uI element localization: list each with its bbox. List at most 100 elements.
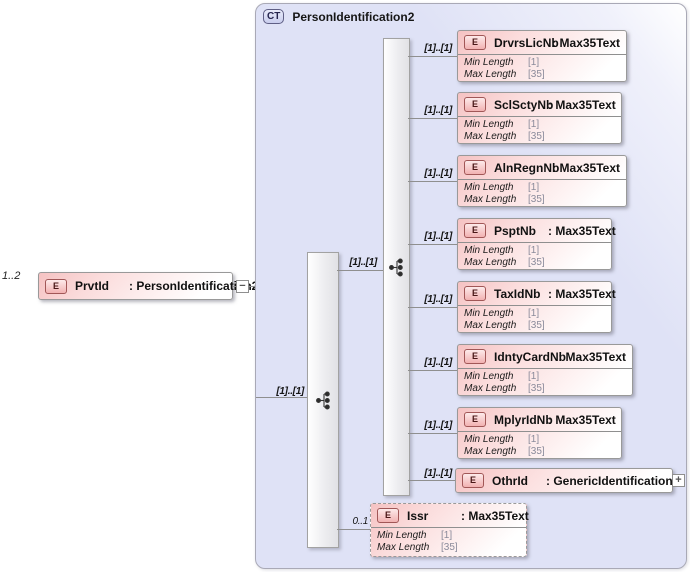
facet-label: Max Length <box>464 446 517 457</box>
facet-value: [1] <box>528 245 540 256</box>
element-node-drvrslicnb[interactable]: E DrvrsLicNb : Max35Text Min Length [1] … <box>457 30 627 82</box>
minus-icon: − <box>239 280 246 292</box>
element-icon: E <box>45 278 67 294</box>
element-node-sclsctynb[interactable]: E SclSctyNb : Max35Text Min Length [1] M… <box>457 92 622 144</box>
facet-row: Max Length [35] <box>464 383 626 395</box>
facet-row: Min Length [1] <box>464 245 605 257</box>
facet-label: Min Length <box>464 119 514 130</box>
element-icon: E <box>464 97 486 112</box>
occurrence-label: [1]..[1] <box>349 257 377 268</box>
connector-line <box>408 480 455 481</box>
facet-label: Min Length <box>464 308 514 319</box>
plus-icon: + <box>675 474 682 486</box>
element-name: MplyrIdNb <box>494 412 553 427</box>
choice-compositor-bar[interactable] <box>383 38 410 496</box>
facet-label: Max Length <box>464 257 517 268</box>
facet-row: Max Length [35] <box>464 320 605 332</box>
element-type: : Max35Text <box>558 349 626 364</box>
element-icon: E <box>464 412 486 427</box>
facet-row: Max Length [35] <box>464 194 620 206</box>
element-title-row: E OthrId : GenericIdentification4 <box>456 473 684 488</box>
facet-list: Min Length [1] Max Length [35] <box>371 527 526 557</box>
facet-value: [1] <box>528 119 540 130</box>
element-name: TaxIdNb <box>494 286 541 301</box>
sequence-compositor-bar[interactable] <box>307 252 339 548</box>
collapse-button[interactable]: − <box>236 280 249 293</box>
complextype-header: CT PersonIdentification2 <box>256 4 686 29</box>
complextype-title: PersonIdentification2 <box>292 9 415 24</box>
facet-row: Min Length [1] <box>464 119 615 131</box>
facet-list: Min Length [1] Max Length [35] <box>458 242 611 272</box>
root-cardinality-label: 1..2 <box>2 270 21 282</box>
facet-label: Max Length <box>377 542 430 553</box>
element-title-row: E PrvtId : PersonIdentification2 <box>39 278 258 294</box>
connector-line <box>256 397 307 398</box>
facet-value: [35] <box>528 320 545 331</box>
facet-label: Min Length <box>464 434 514 445</box>
connector-line <box>408 433 457 434</box>
facet-value: [35] <box>528 383 545 394</box>
facet-value: [35] <box>528 257 545 268</box>
occurrence-label: [1]..[1] <box>424 294 452 305</box>
element-icon: E <box>464 35 486 50</box>
element-title-row: E MplyrIdNb : Max35Text <box>458 408 621 429</box>
expand-button[interactable]: + <box>672 474 685 487</box>
facet-value: [1] <box>528 182 540 193</box>
connector-line <box>408 244 457 245</box>
element-node-idntycardnb[interactable]: E IdntyCardNb : Max35Text Min Length [1]… <box>457 344 633 396</box>
facet-row: Max Length [35] <box>464 69 620 81</box>
occurrence-label: [1]..[1] <box>424 420 452 431</box>
element-icon: E <box>464 286 486 301</box>
facet-list: Min Length [1] Max Length [35] <box>458 54 626 84</box>
facet-value: [1] <box>528 57 540 68</box>
element-node-othrid[interactable]: E OthrId : GenericIdentification4 <box>455 468 679 493</box>
facet-row: Min Length [1] <box>464 308 605 320</box>
element-name: PsptNb <box>494 223 536 238</box>
facet-value: [35] <box>528 446 545 457</box>
element-node-issr[interactable]: E Issr : Max35Text Min Length [1] Max Le… <box>370 503 529 557</box>
facet-label: Max Length <box>464 383 517 394</box>
element-name: IdntyCardNb <box>494 349 566 364</box>
element-node-psptnb[interactable]: E PsptNb : Max35Text Min Length [1] Max … <box>457 218 616 272</box>
facet-value: [35] <box>528 69 545 80</box>
facet-label: Min Length <box>377 530 427 541</box>
element-name: SclSctyNb <box>494 97 554 112</box>
element-name: Issr <box>407 508 429 523</box>
occurrence-label: [1]..[1] <box>424 357 452 368</box>
element-node-alnregnnb[interactable]: E AlnRegnNb : Max35Text Min Length [1] M… <box>457 155 627 207</box>
complextype-badge-icon: CT <box>263 9 285 24</box>
facet-row: Min Length [1] <box>464 434 615 446</box>
facet-label: Min Length <box>464 371 514 382</box>
facet-row: Min Length [1] <box>464 57 620 69</box>
element-type: : Max35Text <box>552 35 620 50</box>
element-title-row: E PsptNb : Max35Text <box>458 219 616 240</box>
element-name: OthrId <box>492 473 528 488</box>
occurrence-label: [1]..[1] <box>276 386 304 397</box>
facet-label: Max Length <box>464 194 517 205</box>
facet-list: Min Length [1] Max Length [35] <box>458 431 621 461</box>
occurrence-label: [1]..[1] <box>424 468 452 479</box>
facet-row: Max Length [35] <box>464 257 605 269</box>
connector-line <box>408 181 457 182</box>
element-title-row: E IdntyCardNb : Max35Text <box>458 345 632 366</box>
facet-list: Min Length [1] Max Length [35] <box>458 116 621 146</box>
facet-row: Min Length [1] <box>464 182 620 194</box>
element-node-mplyridnb[interactable]: E MplyrIdNb : Max35Text Min Length [1] M… <box>457 407 622 459</box>
facet-row: Max Length [35] <box>464 446 615 458</box>
facet-list: Min Length [1] Max Length [35] <box>458 368 632 398</box>
facet-value: [1] <box>528 371 540 382</box>
facet-label: Max Length <box>464 320 517 331</box>
facet-value: [1] <box>528 308 540 319</box>
facet-value: [35] <box>528 131 545 142</box>
facet-row: Min Length [1] <box>377 530 520 542</box>
compositor-icon <box>389 258 403 276</box>
compositor-icon <box>315 391 330 409</box>
element-title-row: E AlnRegnNb : Max35Text <box>458 156 626 177</box>
connector-line <box>408 118 457 119</box>
element-node-prvtid[interactable]: E PrvtId : PersonIdentification2 <box>38 272 258 300</box>
element-type: : Max35Text <box>548 286 616 301</box>
element-title-row: E TaxIdNb : Max35Text <box>458 282 616 303</box>
element-type: : Max35Text <box>548 412 616 427</box>
element-node-taxidnb[interactable]: E TaxIdNb : Max35Text Min Length [1] Max… <box>457 281 616 333</box>
